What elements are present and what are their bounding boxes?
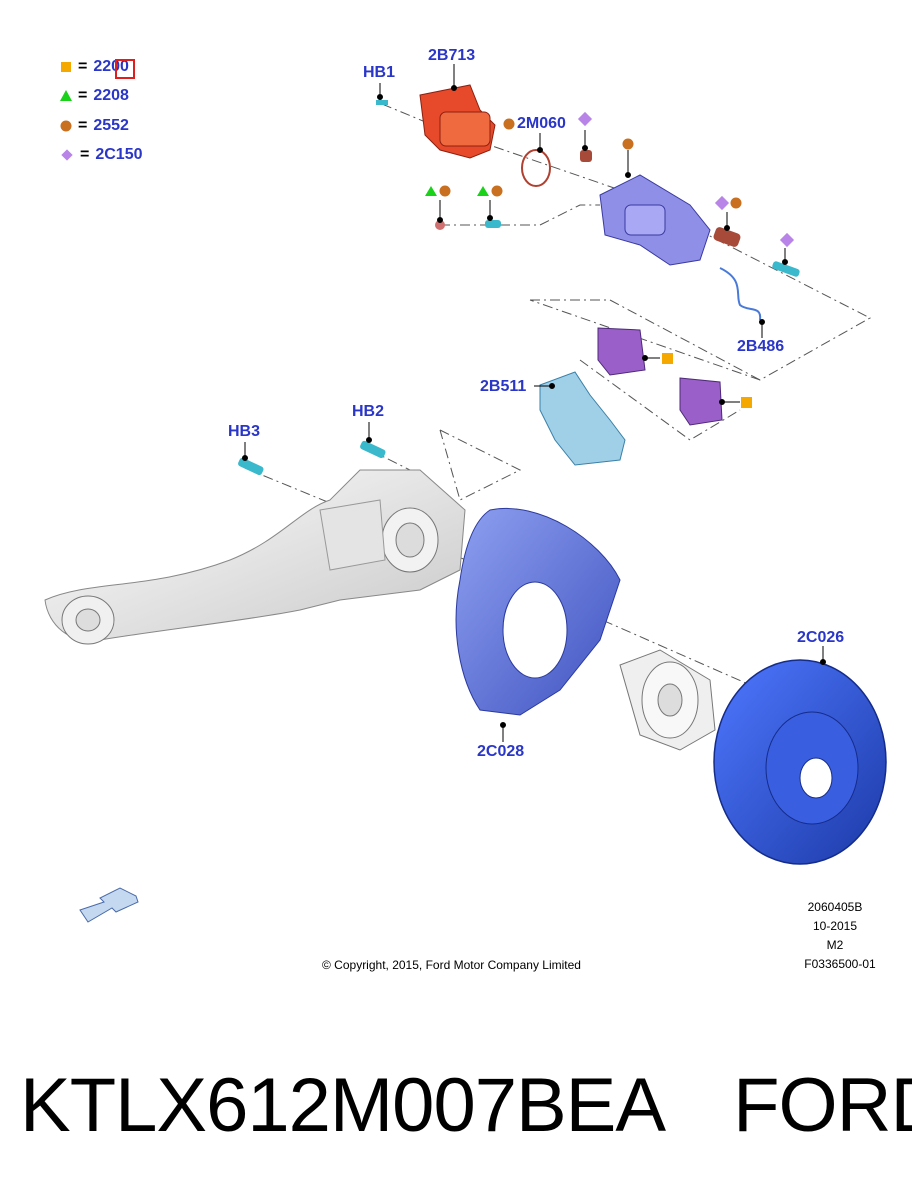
legend-code: 2208 bbox=[93, 87, 129, 105]
legend-item-2c150: = 2C150 bbox=[60, 141, 143, 171]
wheel-hub bbox=[619, 649, 716, 751]
callout-2b511[interactable]: 2B511 bbox=[480, 378, 527, 395]
diamond-symbol-icon bbox=[779, 232, 795, 248]
callout-2b713[interactable]: 2B713 bbox=[428, 47, 476, 64]
callout-2m060[interactable]: 2M060 bbox=[517, 115, 566, 132]
legend-equals: = bbox=[78, 87, 88, 105]
circle-symbol-icon bbox=[491, 185, 503, 197]
square-symbol-icon bbox=[61, 61, 71, 72]
brake-caliper bbox=[599, 174, 711, 266]
drawing-reference: F0336500-01 bbox=[804, 957, 876, 971]
brake-rotor bbox=[713, 659, 887, 865]
selection-box bbox=[115, 59, 135, 79]
leader-lines bbox=[242, 64, 826, 742]
copyright: © Copyright, 2015, Ford Motor Company Li… bbox=[322, 958, 581, 972]
direction-arrow-icon bbox=[79, 887, 139, 923]
diamond-symbol-icon bbox=[61, 149, 73, 161]
triangle-symbol-icon bbox=[477, 186, 489, 196]
small-fasteners bbox=[376, 100, 800, 277]
callout-hb2[interactable]: HB2 bbox=[352, 403, 385, 420]
o-ring bbox=[521, 149, 551, 187]
square-symbol-icon bbox=[662, 353, 673, 364]
legend-equals: = bbox=[80, 146, 90, 164]
legend-item-2208: = 2208 bbox=[60, 82, 143, 112]
diamond-symbol-icon bbox=[577, 111, 593, 127]
circle-symbol-icon bbox=[503, 118, 515, 130]
circle-symbol-icon bbox=[439, 185, 451, 197]
circle-symbol-icon bbox=[730, 197, 742, 209]
legend-item-2552: = 2552 bbox=[60, 111, 143, 141]
legend: = 2200 = 2208 = 2552 = 2C150 bbox=[60, 52, 143, 170]
legend-item-2200: = 2200 bbox=[60, 52, 143, 82]
brand-name: FORD bbox=[733, 1063, 912, 1148]
bolts bbox=[238, 440, 386, 476]
part-symbols bbox=[425, 111, 795, 408]
callout-2c026[interactable]: 2C026 bbox=[797, 629, 845, 646]
diamond-symbol-icon bbox=[714, 195, 730, 211]
triangle-symbol-icon bbox=[425, 186, 437, 196]
brake-shield bbox=[455, 508, 621, 716]
drawing-code: 2060405B bbox=[807, 900, 863, 914]
caliper-bracket bbox=[539, 371, 626, 466]
drawing-revision: M2 bbox=[826, 938, 844, 952]
brake-hose bbox=[719, 267, 762, 321]
circle-symbol-icon bbox=[60, 120, 72, 132]
square-symbol-icon bbox=[741, 397, 752, 408]
legend-equals: = bbox=[78, 116, 88, 134]
callout-2b486[interactable]: 2B486 bbox=[737, 338, 785, 355]
callout-hb3[interactable]: HB3 bbox=[228, 423, 261, 440]
drawing-date: 10-2015 bbox=[812, 919, 858, 933]
triangle-symbol-icon bbox=[60, 90, 72, 102]
legend-code: 2552 bbox=[93, 116, 129, 134]
part-number: KTLX612M007BEA bbox=[20, 1063, 666, 1148]
parking-brake-motor bbox=[419, 84, 496, 159]
callout-hb1[interactable]: HB1 bbox=[363, 64, 396, 81]
circle-symbol-icon bbox=[622, 138, 634, 150]
knuckle-arm bbox=[44, 469, 466, 645]
brake-pads bbox=[597, 327, 723, 426]
legend-code: 2200 bbox=[93, 57, 129, 75]
callout-2c028[interactable]: 2C028 bbox=[477, 743, 525, 760]
legend-equals: = bbox=[78, 57, 88, 75]
footer-caption: KTLX612M007BEA FORD bbox=[20, 1062, 912, 1149]
legend-code: 2C150 bbox=[95, 146, 143, 164]
